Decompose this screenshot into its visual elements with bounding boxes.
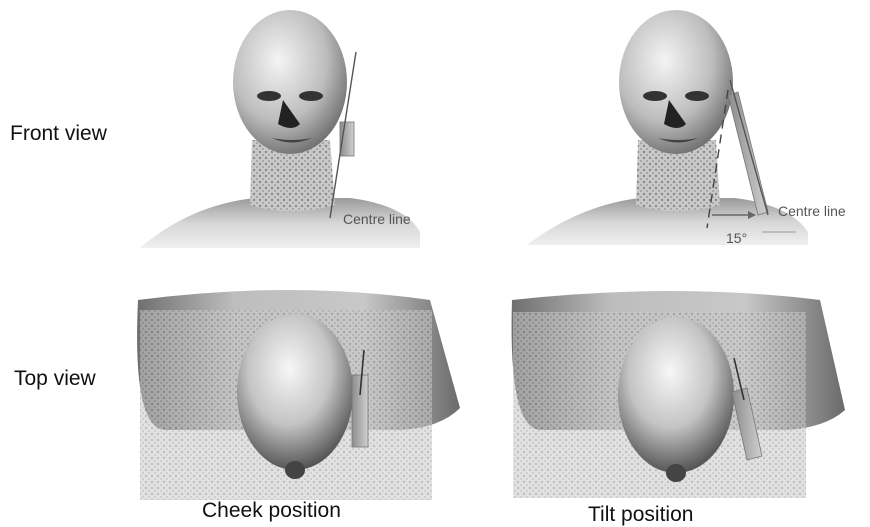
nose-top (666, 464, 686, 482)
centre-line (730, 80, 768, 215)
centre-line-label: Centre line (778, 203, 846, 219)
head-top (237, 314, 353, 470)
phone-handset (352, 375, 368, 447)
top-view-tilt (512, 291, 845, 498)
tilt-angle-label: 15° (726, 230, 747, 246)
nose-top (285, 461, 305, 479)
head (233, 10, 347, 154)
phone-handset (728, 92, 768, 215)
front-view-cheek: Centre line (140, 10, 420, 248)
top-view-cheek (137, 290, 460, 500)
front-view-tilt: Centre line 15° (527, 10, 846, 246)
head-top (618, 317, 734, 473)
head (619, 10, 733, 154)
centre-line-label: Centre line (343, 211, 411, 227)
